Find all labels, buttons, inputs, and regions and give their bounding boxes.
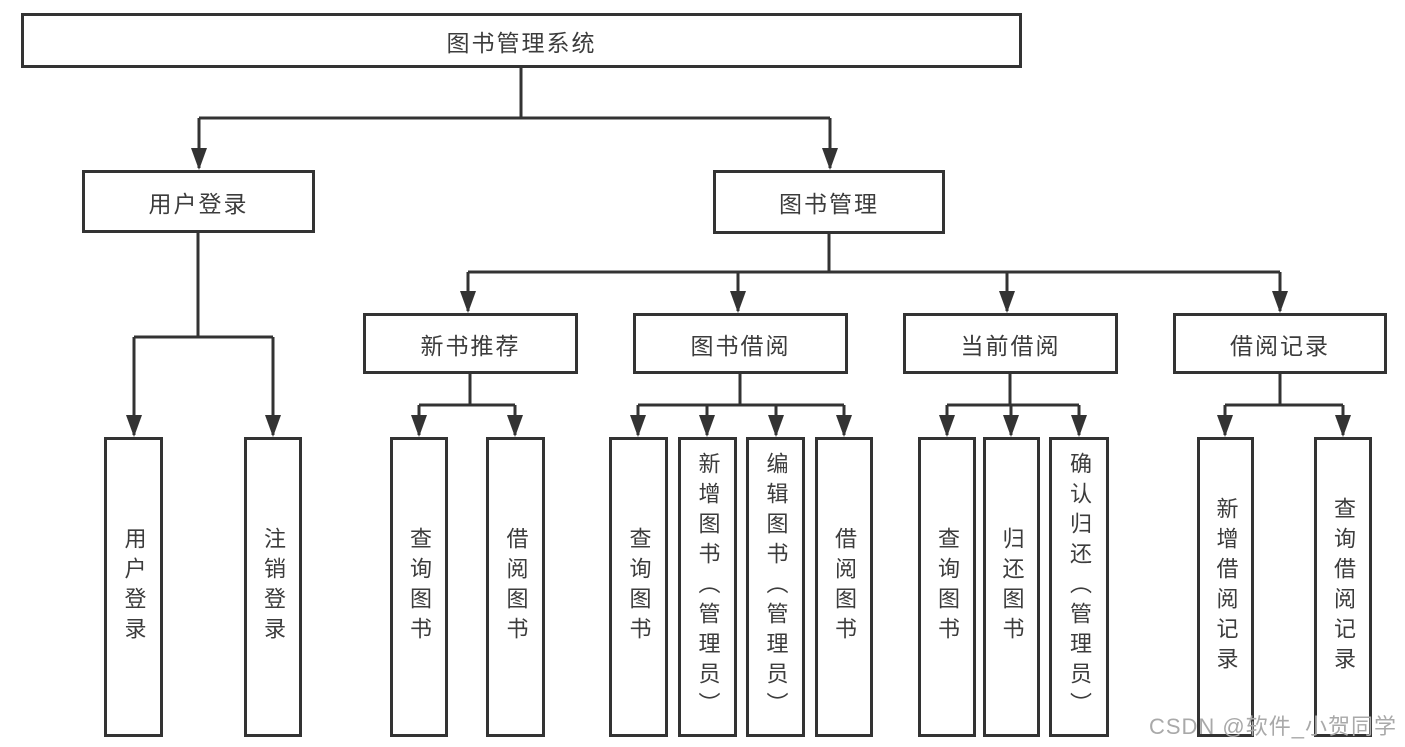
- leaf-borrow-query-book: 查询图书: [609, 437, 668, 737]
- leaf-query-borrow-record-label: 查询借阅记录: [1331, 497, 1356, 677]
- leaf-logout-label: 注销登录: [261, 527, 286, 647]
- leaf-borrow-book: 借阅图书: [815, 437, 873, 737]
- node-user-login: 用户登录: [82, 170, 315, 233]
- node-book-borrow: 图书借阅: [633, 313, 848, 374]
- node-root-library-system: 图书管理系统: [21, 13, 1022, 68]
- leaf-recommend-borrow-book-label: 借阅图书: [503, 527, 529, 647]
- leaf-confirm-return-admin-label: 确认归还（管理员）: [1067, 452, 1092, 722]
- watermark: CSDN @软件_小贺同学: [1148, 714, 1397, 739]
- leaf-return-book-label: 归还图书: [999, 527, 1025, 647]
- node-new-book-recommend: 新书推荐: [363, 313, 578, 374]
- node-book-borrow-label: 图书借阅: [690, 332, 791, 359]
- leaf-current-query-book-label: 查询图书: [935, 527, 960, 647]
- leaf-query-borrow-record: 查询借阅记录: [1314, 437, 1372, 737]
- node-current-borrow-label: 当前借阅: [960, 332, 1061, 359]
- leaf-logout: 注销登录: [244, 437, 302, 737]
- leaf-confirm-return-admin: 确认归还（管理员）: [1049, 437, 1109, 737]
- leaf-current-query-book: 查询图书: [918, 437, 976, 737]
- leaf-add-book-admin: 新增图书（管理员）: [678, 437, 737, 737]
- node-borrow-record-label: 借阅记录: [1230, 332, 1330, 359]
- leaf-add-book-admin-label: 新增图书（管理员）: [695, 452, 721, 722]
- leaf-edit-book-admin: 编辑图书（管理员）: [746, 437, 805, 737]
- node-root-label: 图书管理系统: [446, 29, 597, 56]
- leaf-add-borrow-record-label: 新增借阅记录: [1213, 497, 1239, 677]
- leaf-user-login-label: 用户登录: [121, 527, 147, 647]
- leaf-user-login: 用户登录: [104, 437, 163, 737]
- node-current-borrow: 当前借阅: [903, 313, 1118, 374]
- leaf-edit-book-admin-label: 编辑图书（管理员）: [763, 452, 789, 722]
- node-new-book-recommend-label: 新书推荐: [420, 332, 521, 359]
- leaf-return-book: 归还图书: [983, 437, 1040, 737]
- leaf-recommend-query-book: 查询图书: [390, 437, 448, 737]
- leaf-recommend-borrow-book: 借阅图书: [486, 437, 545, 737]
- node-borrow-record: 借阅记录: [1173, 313, 1387, 374]
- leaf-borrow-book-label: 借阅图书: [832, 527, 857, 647]
- leaf-borrow-query-book-label: 查询图书: [626, 527, 652, 647]
- leaf-recommend-query-book-label: 查询图书: [407, 527, 432, 647]
- node-user-login-label: 用户登录: [148, 190, 249, 217]
- node-book-management-label: 图书管理: [779, 191, 879, 217]
- node-book-management: 图书管理: [713, 170, 945, 234]
- leaf-add-borrow-record: 新增借阅记录: [1197, 437, 1254, 737]
